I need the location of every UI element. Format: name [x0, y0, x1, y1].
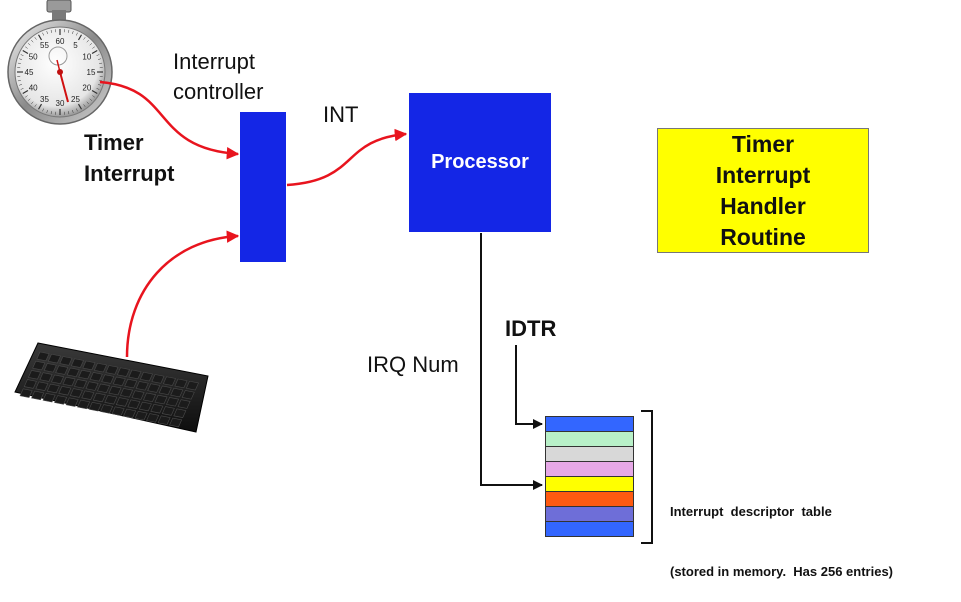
keyboard-icon: [15, 343, 208, 432]
interrupt-controller-box: [240, 112, 286, 262]
idt-entry: [545, 491, 634, 506]
interrupt-controller-label: Interrupt controller: [173, 47, 263, 107]
stopwatch-numeral: 5: [73, 41, 78, 50]
interrupt-controller-label-line2: controller: [173, 77, 263, 107]
idt-entry: [545, 521, 634, 537]
stopwatch-numeral: 55: [40, 41, 49, 50]
irq-num-label: IRQ Num: [367, 352, 459, 378]
handler-label-line4: Routine: [716, 222, 811, 253]
timer-interrupt-label-line2: Interrupt: [84, 158, 174, 189]
idt-entry: [545, 416, 634, 431]
timer-interrupt-label: Timer Interrupt: [84, 127, 174, 189]
controller-to-processor-arrow: [287, 134, 406, 185]
timer-interrupt-handler-routine-box: Timer Interrupt Handler Routine: [657, 128, 869, 253]
handler-label-line3: Handler: [716, 191, 811, 222]
keyboard-to-controller-arrow: [127, 236, 238, 357]
handler-label-line1: Timer: [716, 129, 811, 160]
stopwatch-numeral: 35: [40, 95, 49, 104]
timer-interrupt-label-line1: Timer: [84, 127, 174, 158]
int-label: INT: [323, 102, 358, 128]
idt-entry: [545, 446, 634, 461]
idt-entry: [545, 506, 634, 521]
idtr-line: [516, 345, 542, 424]
stopwatch-numeral: 10: [82, 53, 91, 62]
stopwatch-numeral: 15: [87, 68, 96, 77]
stopwatch-numeral: 25: [71, 95, 80, 104]
processor-box: Processor: [409, 93, 551, 232]
irq-num-line: [481, 233, 542, 485]
stopwatch-numeral: 45: [25, 68, 34, 77]
stopwatch-numeral: 40: [29, 84, 38, 93]
stopwatch-numeral: 30: [56, 99, 65, 108]
stopwatch-numeral: 20: [82, 84, 91, 93]
idt-caption-line1: Interrupt descriptor table: [670, 502, 893, 522]
idt-entry: [545, 461, 634, 476]
stopwatch-numeral: 50: [29, 53, 38, 62]
idt-entry: [545, 476, 634, 491]
interrupt-descriptor-table: [545, 416, 634, 537]
idt-caption: Interrupt descriptor table (stored in me…: [670, 462, 893, 602]
handler-label-line2: Interrupt: [716, 160, 811, 191]
idt-bracket: [641, 411, 652, 543]
interrupt-controller-label-line1: Interrupt: [173, 47, 263, 77]
stopwatch-numeral: 60: [56, 37, 65, 46]
idt-entry: [545, 431, 634, 446]
idt-caption-line2: (stored in memory. Has 256 entries): [670, 562, 893, 582]
idtr-label: IDTR: [505, 316, 556, 342]
processor-label: Processor: [431, 151, 529, 174]
